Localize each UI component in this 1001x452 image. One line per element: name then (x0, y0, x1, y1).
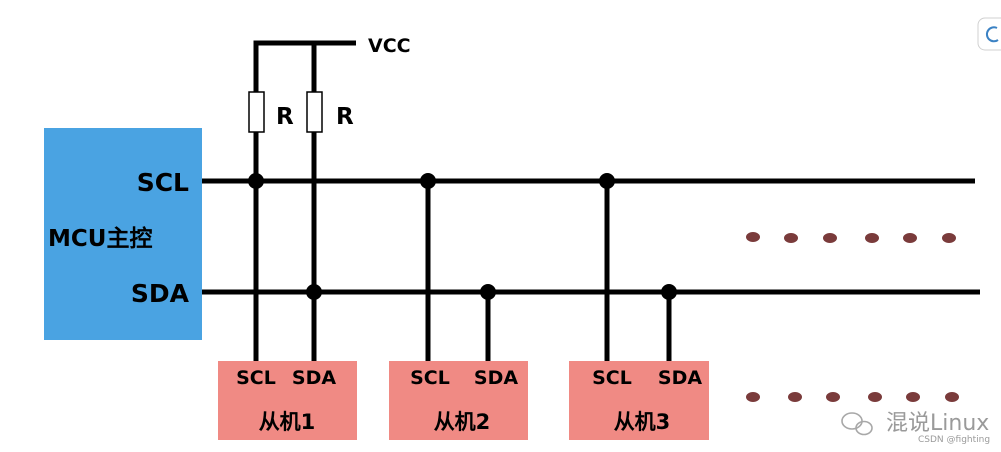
vcc-rail (253, 40, 356, 181)
slave-1-name: 从机1 (259, 410, 316, 434)
slave-3-name: 从机3 (614, 410, 671, 434)
ellipsis-dot (784, 233, 798, 243)
junction-dot (248, 173, 264, 189)
resistor-sda-label: R (336, 104, 354, 130)
watermark-brand: 混说Linux (886, 411, 989, 436)
mcu-sda-label: SDA (131, 279, 190, 308)
resistor-scl-label: R (276, 104, 294, 130)
junction-dot (661, 284, 677, 300)
slave-3-sda-label: SDA (658, 367, 702, 389)
slave-2-scl-label: SCL (410, 367, 450, 389)
ellipsis-dot (903, 233, 917, 243)
vcc-label: VCC (368, 35, 411, 57)
ellipsis-row-bus (746, 232, 956, 243)
mcu-block (44, 128, 202, 340)
mcu-scl-label: SCL (137, 168, 189, 197)
wechat-icon (841, 412, 873, 436)
watermark: 混说Linux CSDN @fighting (841, 411, 990, 445)
ellipsis-dot (826, 392, 840, 402)
ellipsis-dot (746, 232, 760, 242)
ellipsis-dot (746, 392, 760, 402)
refresh-icon (985, 26, 999, 43)
slave-2-box (389, 361, 528, 440)
ellipsis-row-slaves (746, 392, 959, 402)
slave-3-scl-label: SCL (592, 367, 632, 389)
mcu-label: MCU主控 (48, 225, 152, 252)
corner-badge (977, 17, 1001, 51)
ellipsis-dot (823, 233, 837, 243)
ellipsis-dot (868, 392, 882, 402)
ellipsis-dot (942, 233, 956, 243)
junction-dot (599, 173, 615, 189)
slave-1-scl-label: SCL (236, 367, 276, 389)
junction-dot (420, 173, 436, 189)
slave-1-sda-label: SDA (292, 367, 336, 389)
resistor-scl (248, 91, 265, 133)
watermark-sub: CSDN @fighting (918, 435, 990, 445)
resistor-sda (306, 91, 323, 133)
slave-2-sda-label: SDA (474, 367, 518, 389)
ellipsis-dot (906, 392, 920, 402)
slave-2-name: 从机2 (434, 410, 491, 434)
corner-badge-box (977, 17, 1001, 51)
junction-dot (306, 284, 322, 300)
junction-dot (480, 284, 496, 300)
ellipsis-dot (788, 392, 802, 402)
ellipsis-dot (945, 392, 959, 402)
slave-3-box (569, 361, 709, 440)
slave-1-box (218, 361, 357, 440)
ellipsis-dot (865, 233, 879, 243)
